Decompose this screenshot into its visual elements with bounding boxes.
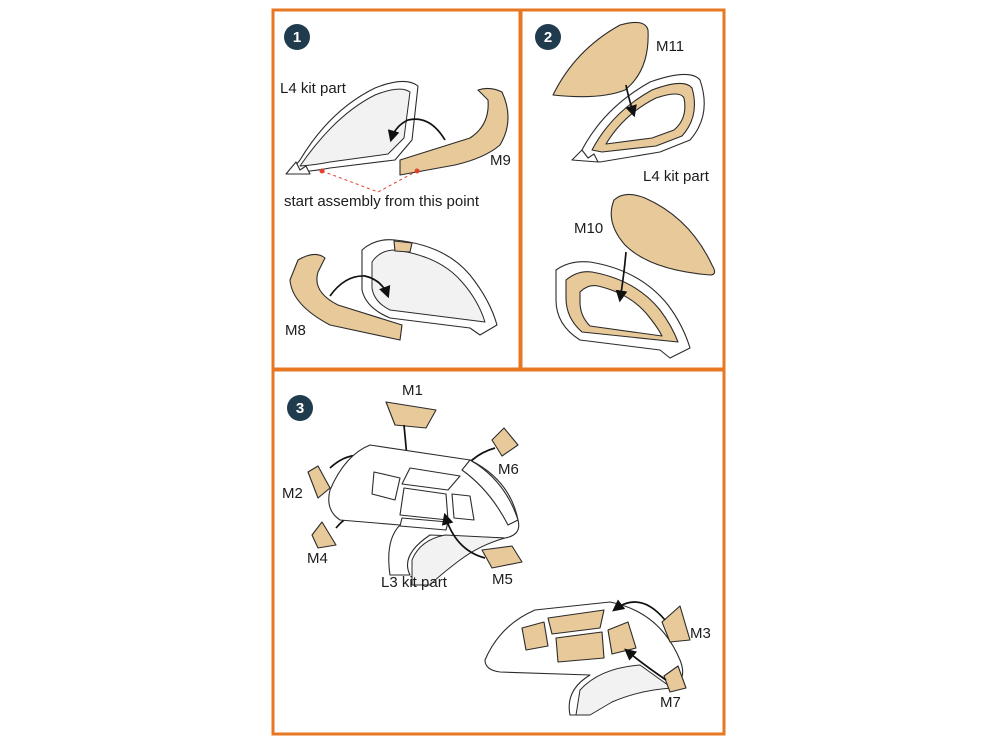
mask-m6-label: M6 [498, 461, 519, 478]
mask-m7-label: M7 [660, 694, 681, 711]
step-1-note: start assembly from this point [284, 193, 480, 210]
mask-m6 [491, 427, 519, 457]
l3-window-center [399, 487, 449, 521]
mask-m1 [385, 401, 437, 429]
step-3-badge [287, 395, 313, 421]
l4-canopy-step2-glass [605, 93, 686, 145]
step-3-panel: 3 M1 M6 M2 M4 L3 kit part M5 [271, 368, 726, 736]
mask-m9-label: M9 [490, 152, 511, 169]
mask-m3-label: M3 [690, 625, 711, 642]
l3-kit-part-top [328, 444, 520, 586]
mask-m5 [481, 545, 523, 569]
step-2-kit-part-label: L4 kit part [643, 168, 710, 185]
l3-bottom-mask-left [521, 621, 549, 651]
mask-m1-label: M1 [402, 382, 423, 399]
start-point-guide [321, 170, 418, 193]
l3-body-front [461, 459, 519, 526]
step-3-number: 3 [296, 400, 304, 417]
l4-canopy-step2-notch [571, 149, 599, 163]
step-3-kit-part-label: L3 kit part [381, 574, 448, 591]
l3-bottom-mask-center [555, 631, 605, 663]
step-2-badge [535, 24, 561, 50]
l3-window-center-top [401, 467, 461, 491]
mask-m5-label: M5 [492, 571, 513, 588]
l3-body-side [411, 534, 506, 586]
step-1-kit-part-label: L4 kit part [280, 80, 347, 97]
step-3-frame [271, 368, 726, 736]
mask-m3 [661, 605, 691, 643]
step-2-arrow-m11 [625, 84, 637, 118]
step-2-number: 2 [544, 29, 552, 46]
l4-canopy-step2-bottom-glass [579, 285, 663, 337]
step-1-arrow-m9 [387, 118, 446, 143]
l3-window-left [371, 471, 401, 501]
mask-m11-label: M11 [656, 38, 684, 55]
mask-m10 [610, 193, 716, 276]
mask-m4-label: M4 [307, 550, 328, 567]
step-2-arrow-m10 [615, 251, 628, 303]
l3-kit-part-bottom [484, 601, 684, 716]
mask-m9 [399, 87, 509, 176]
mask-m2-label: M2 [282, 485, 303, 502]
step-3-arrow-m7 [624, 648, 667, 681]
mask-m8 [289, 253, 403, 341]
mask-m8-placed-tab [393, 240, 413, 253]
l4-canopy-frame-bottom-inner [371, 249, 486, 323]
mask-m8-label: M8 [285, 322, 306, 339]
step-1-badge [284, 24, 310, 50]
mask-m7 [663, 665, 687, 693]
l3-window-bottom [399, 517, 449, 531]
step-2-panel: 2 M11 L4 kit part M10 [519, 8, 726, 371]
l4-canopy-frame-top-inner [299, 88, 411, 167]
step-1-panel: 1 L4 kit part M9 start assembly from thi… [271, 8, 522, 371]
mask-m10-label: M10 [574, 220, 603, 237]
l3-bottom-mask-right [607, 621, 637, 655]
mask-m4 [311, 521, 337, 549]
l4-canopy-frame-top-notch [285, 161, 311, 175]
mask-m2 [307, 465, 331, 499]
step-3-arrow-m5 [441, 512, 486, 559]
step-1-number: 1 [293, 29, 301, 46]
step-1-arrow-m8 [329, 275, 391, 299]
mask-m11 [552, 21, 649, 98]
step-3-arrow-m3 [612, 599, 666, 621]
l3-bottom-mask-top-left [547, 609, 605, 635]
l3-window-right [451, 493, 475, 521]
